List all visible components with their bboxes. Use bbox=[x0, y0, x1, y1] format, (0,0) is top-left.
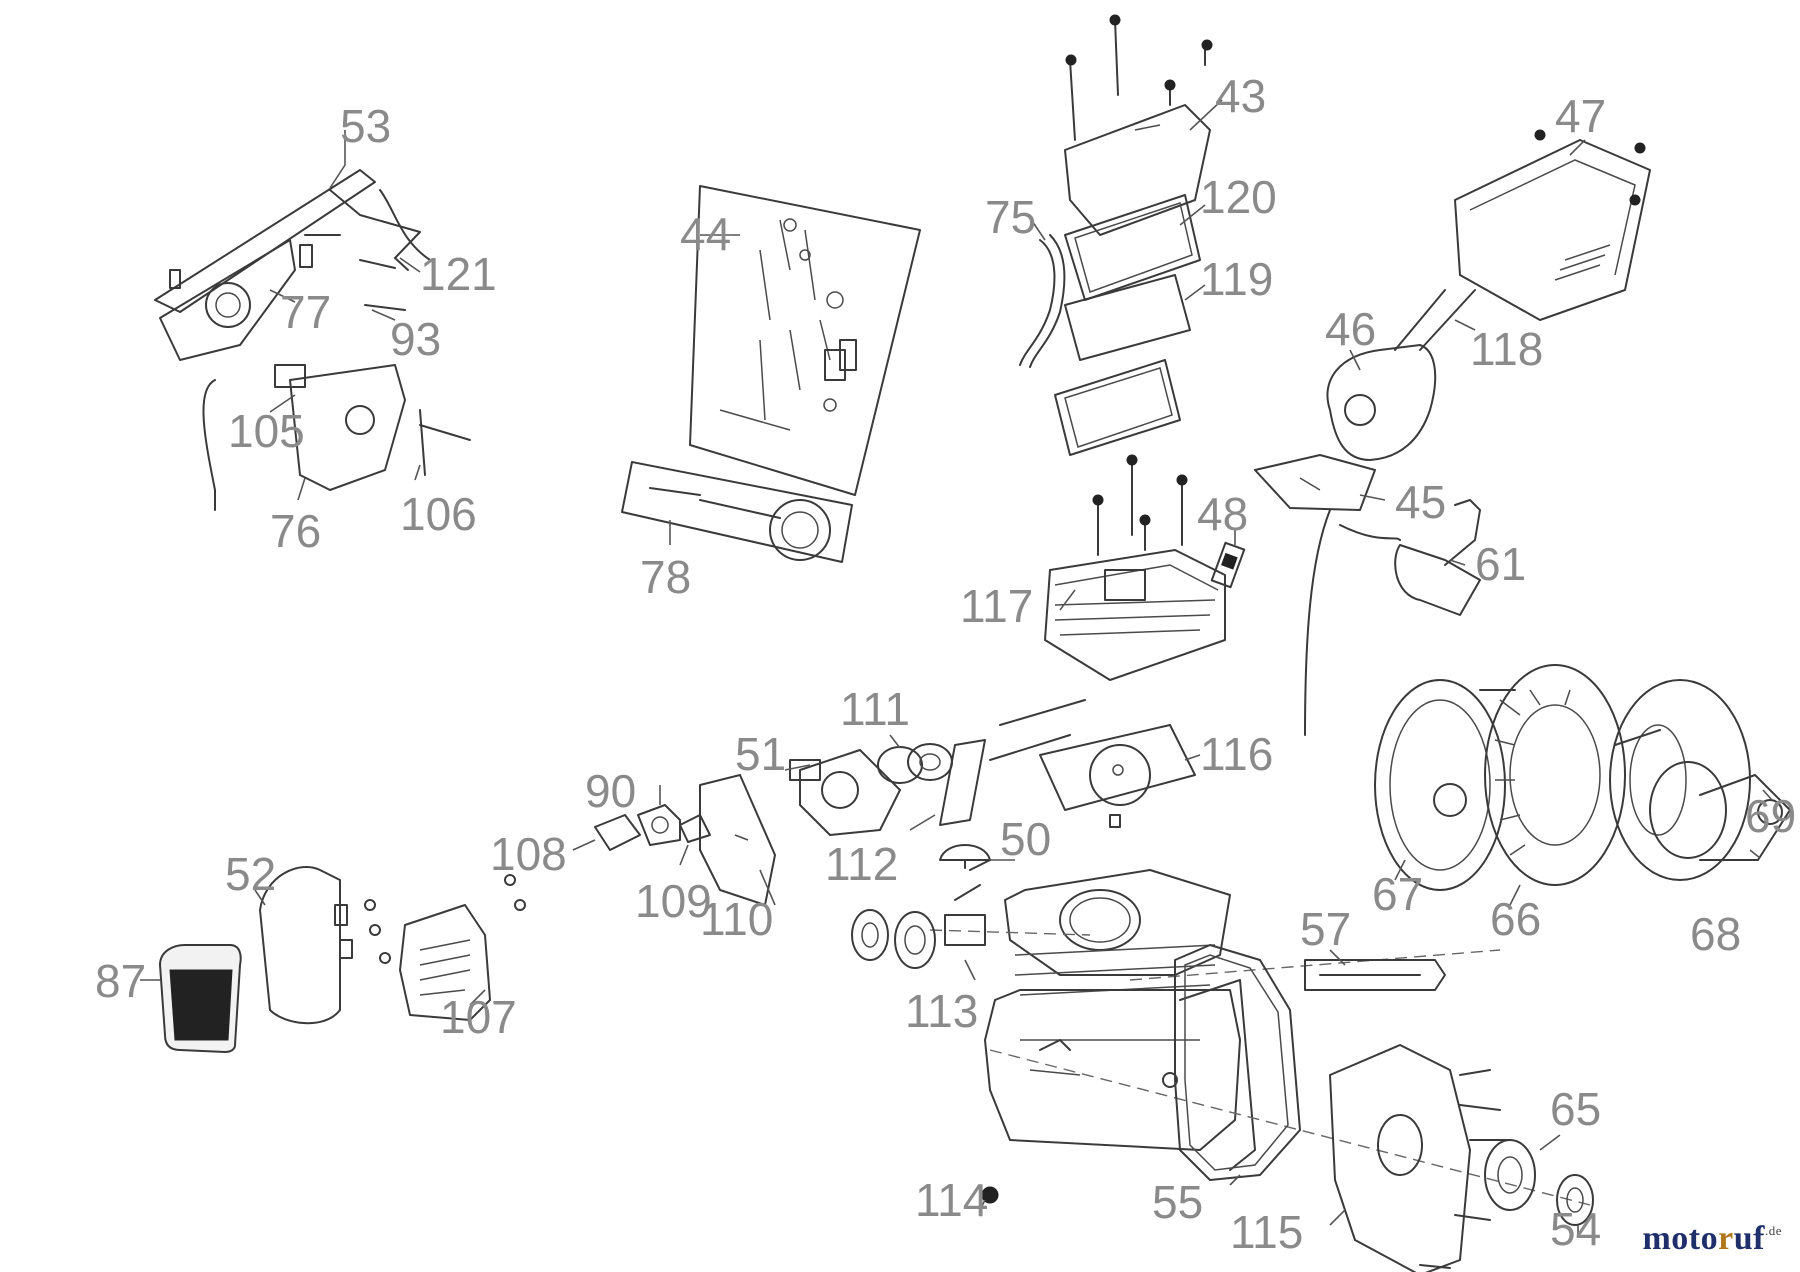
air-filter-bracket bbox=[699, 774, 776, 906]
label-47: 47 bbox=[1555, 90, 1606, 142]
label-113: 113 bbox=[905, 985, 978, 1037]
ignition-coil bbox=[1304, 499, 1516, 736]
label-68: 68 bbox=[1690, 908, 1741, 960]
muffler bbox=[1326, 289, 1476, 461]
muffler-heat-shield bbox=[1254, 454, 1386, 511]
crankcase-cover bbox=[1329, 1044, 1511, 1272]
label-87: 87 bbox=[95, 955, 146, 1007]
label-117: 117 bbox=[960, 580, 1033, 632]
label-54: 54 bbox=[1550, 1203, 1601, 1255]
air-cleaner-base bbox=[334, 874, 526, 1021]
label-93: 93 bbox=[390, 313, 441, 365]
cylinder-head bbox=[989, 454, 1226, 761]
brand-part2: r bbox=[1718, 1220, 1734, 1257]
label-107: 107 bbox=[440, 991, 517, 1043]
brand-logo: motoruf.de bbox=[1642, 1220, 1782, 1258]
label-65: 65 bbox=[1550, 1083, 1601, 1135]
fuel-cap bbox=[939, 844, 1015, 869]
label-108: 108 bbox=[490, 828, 567, 880]
label-118: 118 bbox=[1470, 323, 1543, 375]
label-119: 119 bbox=[1200, 253, 1273, 305]
crankcase-gasket bbox=[1174, 944, 1301, 1186]
label-52: 52 bbox=[225, 848, 276, 900]
camshaft-kit bbox=[621, 461, 853, 563]
speed-control-plate bbox=[202, 364, 471, 511]
label-44: 44 bbox=[680, 208, 731, 260]
label-51: 51 bbox=[735, 728, 786, 780]
label-50: 50 bbox=[1000, 813, 1051, 865]
spark-plug bbox=[1210, 530, 1246, 589]
crankcase-block bbox=[929, 859, 1591, 1206]
part-labels: 53 121 77 93 105 76 106 44 78 43 75 120 … bbox=[95, 70, 1796, 1258]
label-114: 114 bbox=[915, 1174, 988, 1226]
label-76: 76 bbox=[270, 505, 321, 557]
label-75: 75 bbox=[985, 191, 1036, 243]
cooling-fan bbox=[1484, 664, 1626, 906]
oil-dipstick bbox=[1304, 949, 1446, 991]
oil-seal bbox=[1556, 1174, 1594, 1238]
air-filter-element bbox=[140, 944, 242, 1054]
label-109: 109 bbox=[635, 875, 712, 927]
label-77: 77 bbox=[280, 286, 331, 338]
label-69: 69 bbox=[1745, 790, 1796, 842]
head-gasket bbox=[1039, 724, 1201, 828]
label-45: 45 bbox=[1395, 476, 1446, 528]
label-90: 90 bbox=[585, 765, 636, 817]
label-121: 121 bbox=[420, 248, 497, 300]
label-78: 78 bbox=[640, 551, 691, 603]
label-105: 105 bbox=[228, 405, 305, 457]
label-66: 66 bbox=[1490, 893, 1541, 945]
valve-train-kit bbox=[689, 185, 921, 496]
brand-part3: uf bbox=[1733, 1220, 1765, 1257]
elbow-gaskets bbox=[572, 785, 711, 866]
label-43: 43 bbox=[1215, 70, 1266, 122]
label-57: 57 bbox=[1300, 903, 1351, 955]
intake-spacers bbox=[877, 734, 986, 831]
label-112: 112 bbox=[825, 838, 898, 890]
label-115: 115 bbox=[1230, 1206, 1303, 1258]
rocker-gaskets bbox=[1054, 194, 1206, 456]
carburetor bbox=[784, 749, 901, 836]
governor-throttle-assembly bbox=[154, 130, 431, 361]
label-46: 46 bbox=[1325, 303, 1376, 355]
label-106: 106 bbox=[400, 488, 477, 540]
label-116: 116 bbox=[1200, 728, 1273, 780]
breather-tube bbox=[1019, 214, 1066, 368]
fan-cover bbox=[1454, 129, 1651, 321]
air-cleaner-cover bbox=[254, 865, 341, 1025]
label-67: 67 bbox=[1372, 868, 1423, 920]
drain-bolt bbox=[979, 1186, 999, 1211]
label-111: 111 bbox=[840, 683, 910, 735]
main-bearing bbox=[1484, 1134, 1561, 1211]
brand-suffix: .de bbox=[1764, 1223, 1782, 1238]
label-53: 53 bbox=[340, 100, 391, 152]
label-110: 110 bbox=[700, 893, 773, 945]
brand-part1: moto bbox=[1642, 1220, 1719, 1257]
label-48: 48 bbox=[1197, 488, 1248, 540]
flywheel bbox=[1374, 679, 1506, 891]
starter-cup bbox=[1649, 761, 1791, 861]
label-61: 61 bbox=[1475, 538, 1526, 590]
rocker-cover bbox=[1064, 14, 1223, 236]
label-55: 55 bbox=[1152, 1176, 1203, 1228]
starter-pulley bbox=[1609, 679, 1751, 881]
crank-seals bbox=[851, 909, 986, 981]
label-120: 120 bbox=[1200, 171, 1277, 223]
